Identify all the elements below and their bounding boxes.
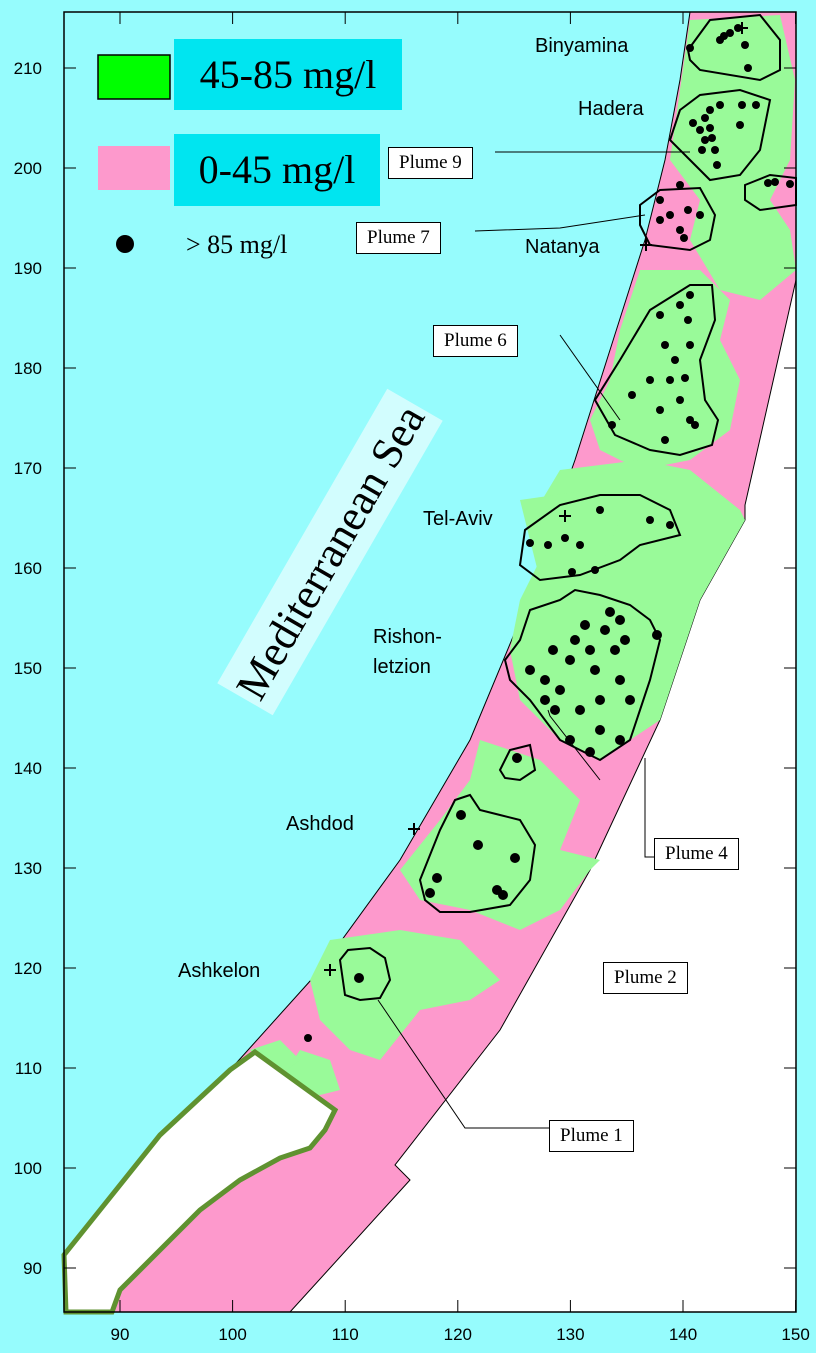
- aquifer-high-zones: [250, 15, 796, 1100]
- city-label-rishon-1: Rishon-: [373, 626, 442, 648]
- y-tick-label: 170: [14, 459, 42, 478]
- legend-swatch-low: [98, 146, 170, 190]
- x-tick-labels: 90 100 110 120 130 140 150: [111, 1325, 810, 1344]
- y-tick-label: 110: [15, 1059, 42, 1078]
- y-tick-label: 140: [14, 759, 42, 778]
- legend-label-very-high: > 85 mg/l: [186, 230, 288, 259]
- y-tick-label: 150: [14, 659, 42, 678]
- callout-plume-4: Plume 4: [654, 838, 739, 870]
- legend-swatch-high: [97, 54, 171, 100]
- axes-frame: [63, 11, 797, 1313]
- high-concentration-points: [304, 24, 794, 1042]
- callout-plume-9: Plume 9: [388, 147, 473, 179]
- city-label-natanya: Natanya: [525, 236, 600, 258]
- x-tick-label: 100: [218, 1325, 246, 1344]
- city-label-rishon-2: letzion: [373, 656, 431, 678]
- legend-label-high: 45-85 mg/l: [174, 39, 402, 110]
- y-tick-label: 190: [14, 259, 42, 278]
- city-label-ashdod: Ashdod: [286, 813, 354, 835]
- callout-plume-7: Plume 7: [356, 222, 441, 254]
- y-tick-label: 120: [14, 959, 42, 978]
- x-tick-label: 90: [111, 1325, 130, 1344]
- y-tick-label: 200: [14, 159, 42, 178]
- axis-ticks: [64, 12, 797, 1312]
- plume-outlines: [338, 13, 797, 1002]
- x-tick-label: 140: [669, 1325, 697, 1344]
- x-tick-label: 110: [332, 1325, 359, 1344]
- excluded-area: [61, 1048, 339, 1315]
- y-tick-label: 180: [14, 359, 42, 378]
- y-tick-label: 90: [23, 1259, 42, 1278]
- city-label-binyamina: Binyamina: [535, 35, 629, 57]
- city-markers: [324, 22, 748, 976]
- y-tick-labels: 90 100 110 120 130 140 150 160 170 180 190 200 210: [14, 59, 42, 1278]
- city-label-hadera: Hadera: [578, 98, 644, 120]
- callout-lines: [377, 151, 690, 1129]
- callout-plume-2: Plume 2: [603, 962, 688, 994]
- callout-plume-6: Plume 6: [433, 325, 518, 357]
- x-tick-label: 130: [556, 1325, 584, 1344]
- callout-plume-1: Plume 1: [549, 1120, 634, 1152]
- y-tick-label: 160: [14, 559, 42, 578]
- city-label-ashkelon: Ashkelon: [178, 960, 260, 982]
- x-tick-label: 120: [444, 1325, 472, 1344]
- legend-dot: [116, 235, 134, 253]
- y-tick-label: 130: [14, 859, 42, 878]
- y-tick-label: 210: [14, 59, 42, 78]
- y-tick-label: 100: [14, 1159, 42, 1178]
- city-label-tel-aviv: Tel-Aviv: [423, 508, 493, 530]
- legend-label-low: 0-45 mg/l: [174, 134, 380, 206]
- x-tick-label: 150: [781, 1325, 809, 1344]
